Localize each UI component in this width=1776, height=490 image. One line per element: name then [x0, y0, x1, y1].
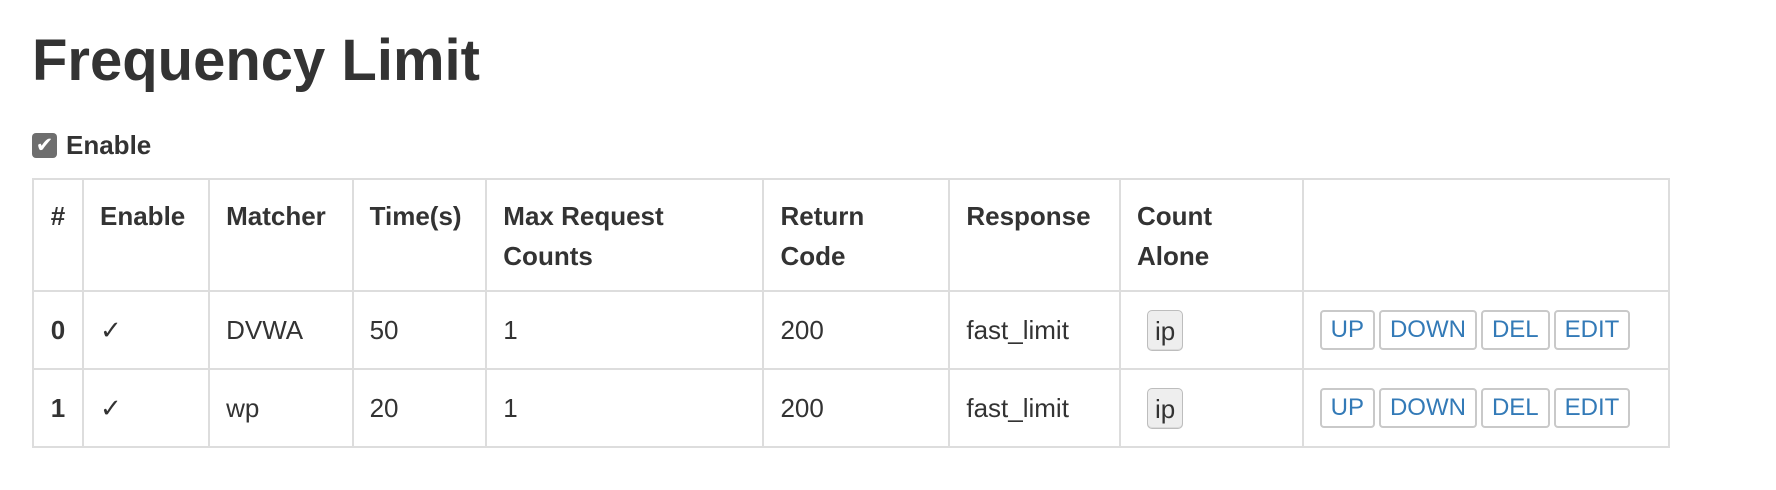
- row-return-code: 200: [762, 368, 951, 448]
- header-return-line1: Return: [780, 201, 865, 231]
- enable-label[interactable]: Enable: [66, 130, 152, 160]
- delete-button[interactable]: DEL: [1480, 388, 1550, 428]
- header-enable: Enable: [81, 178, 211, 292]
- row-matcher: DVWA: [208, 290, 354, 370]
- table-header-row: # Enable Matcher Time(s) Max Request Cou…: [32, 178, 1671, 292]
- header-count-line2: Alone: [1137, 241, 1210, 271]
- row-index: 1: [32, 368, 84, 448]
- row-enabled-check: ✓: [81, 290, 211, 370]
- header-max-line1: Max Request: [503, 201, 664, 231]
- row-return-code: 200: [762, 290, 951, 370]
- header-actions: [1301, 178, 1671, 292]
- header-index: #: [32, 178, 84, 292]
- down-button[interactable]: DOWN: [1378, 310, 1477, 350]
- row-enabled-check: ✓: [81, 368, 211, 448]
- header-max-line2: Counts: [503, 241, 593, 271]
- row-matcher: wp: [208, 368, 354, 448]
- count-alone-tag: ip: [1147, 309, 1184, 351]
- row-time: 50: [351, 290, 488, 370]
- frequency-limit-table: # Enable Matcher Time(s) Max Request Cou…: [32, 178, 1671, 448]
- row-time: 20: [351, 368, 488, 448]
- edit-button[interactable]: EDIT: [1553, 388, 1631, 428]
- global-enable-row: ✔ Enable: [32, 130, 151, 161]
- header-return-line2: Code: [780, 241, 846, 271]
- row-response: fast_limit: [948, 368, 1121, 448]
- check-icon: ✔: [35, 134, 54, 157]
- row-count-alone: ip: [1119, 290, 1304, 370]
- row-count-alone: ip: [1119, 368, 1304, 448]
- down-button[interactable]: DOWN: [1378, 388, 1477, 428]
- row-max-count: 1: [485, 290, 765, 370]
- header-count-alone: Count Alone: [1119, 178, 1304, 292]
- header-count-line1: Count: [1137, 201, 1213, 231]
- up-button[interactable]: UP: [1319, 388, 1375, 428]
- page-title: Frequency Limit: [32, 28, 480, 93]
- header-matcher: Matcher: [208, 178, 354, 292]
- enable-checkbox[interactable]: ✔: [32, 133, 57, 158]
- header-response: Response: [948, 178, 1121, 292]
- row-max-count: 1: [485, 368, 765, 448]
- header-max-request-counts: Max Request Counts: [485, 178, 765, 292]
- row-index: 0: [32, 290, 84, 370]
- header-time: Time(s): [351, 178, 488, 292]
- row-response: fast_limit: [948, 290, 1121, 370]
- header-return-code: Return Code: [762, 178, 951, 292]
- edit-button[interactable]: EDIT: [1553, 310, 1631, 350]
- count-alone-tag: ip: [1147, 387, 1184, 429]
- delete-button[interactable]: DEL: [1480, 310, 1550, 350]
- up-button[interactable]: UP: [1319, 310, 1375, 350]
